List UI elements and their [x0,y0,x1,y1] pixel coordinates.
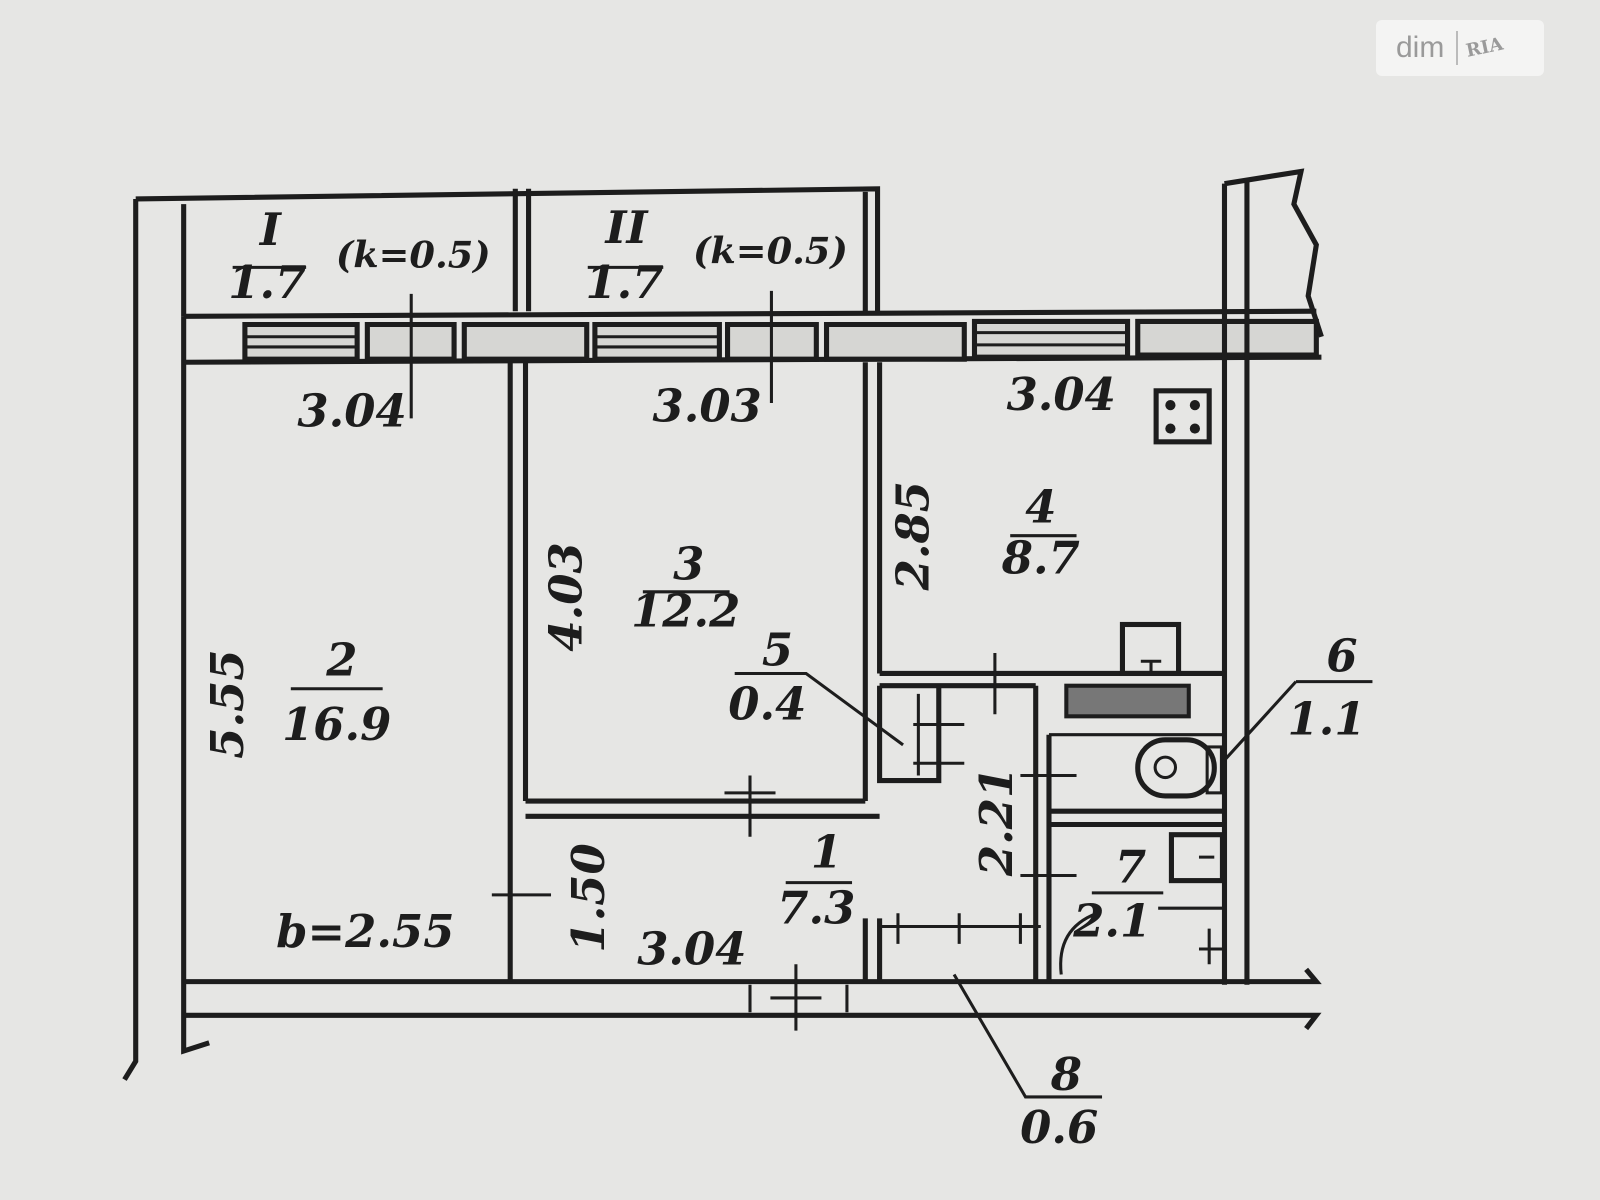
dim-hall-width: 3.04 [637,922,746,975]
balcony-2-area: 1.7 [585,256,663,309]
window-wall [183,290,1322,419]
dim-kitchen-depth: 2.85 [887,481,940,591]
dim-bath-depth: 2.21 [970,767,1023,877]
radiator-icon [1064,683,1191,719]
room-6-area: 1.1 [1287,693,1365,746]
dim-room2-depth: 5.55 [201,649,254,758]
dim-kitchen-width: 3.04 [1007,368,1116,421]
dim-room3-width: 3.03 [652,379,761,432]
room-6-number: 6 [1326,629,1357,682]
room-7-area: 2.1 [1072,895,1151,948]
balcony-1-coef: (k=0.5) [336,233,491,276]
dim-ria-watermark: dim RIA [1376,20,1544,76]
bottom-wall [183,964,1322,1031]
sink-icon [1119,621,1182,677]
room-1-area: 7.3 [777,881,855,934]
watermark-logo: RIA [1464,33,1506,62]
room-5-number: 5 [762,623,793,676]
leader-line-8 [952,973,1103,1099]
balcony-2-coef: (k=0.5) [693,229,848,272]
stove-icon [1153,388,1212,445]
ceiling-height: b=2.55 [276,905,454,958]
room-1-number: 1 [811,825,842,878]
dim-room3-depth: 4.03 [540,542,593,651]
watermark-brand: dim [1376,31,1459,65]
balcony-outline [135,186,881,317]
room-8-area: 0.6 [1020,1101,1098,1154]
room-4-number: 4 [1025,480,1056,533]
right-wall [1221,168,1324,985]
dim-hall-depth: 1.50 [562,843,615,952]
room-5-area: 0.4 [728,677,806,730]
balcony-2-number: II [604,201,650,254]
room-2-number: 2 [325,634,357,687]
balcony-1-area: 1.7 [228,256,306,309]
room-3-area: 12.2 [631,585,740,638]
room-3-number: 3 [673,538,704,591]
interior-walls [491,362,1225,982]
room-7-number: 7 [1115,841,1146,894]
leader-line-5 [734,671,904,747]
fraction-lines [232,265,1164,895]
dim-room2-width: 3.04 [297,385,406,438]
room-4-area: 8.7 [1001,531,1080,584]
left-exterior-wall [122,198,210,1081]
balcony-1-number: I [258,203,283,256]
washbasin-icon [1158,832,1225,965]
room-2-area: 16.9 [282,698,391,751]
room-8-number: 8 [1050,1048,1082,1101]
leader-line-6 [1223,680,1373,762]
toilet-icon [1135,737,1223,799]
